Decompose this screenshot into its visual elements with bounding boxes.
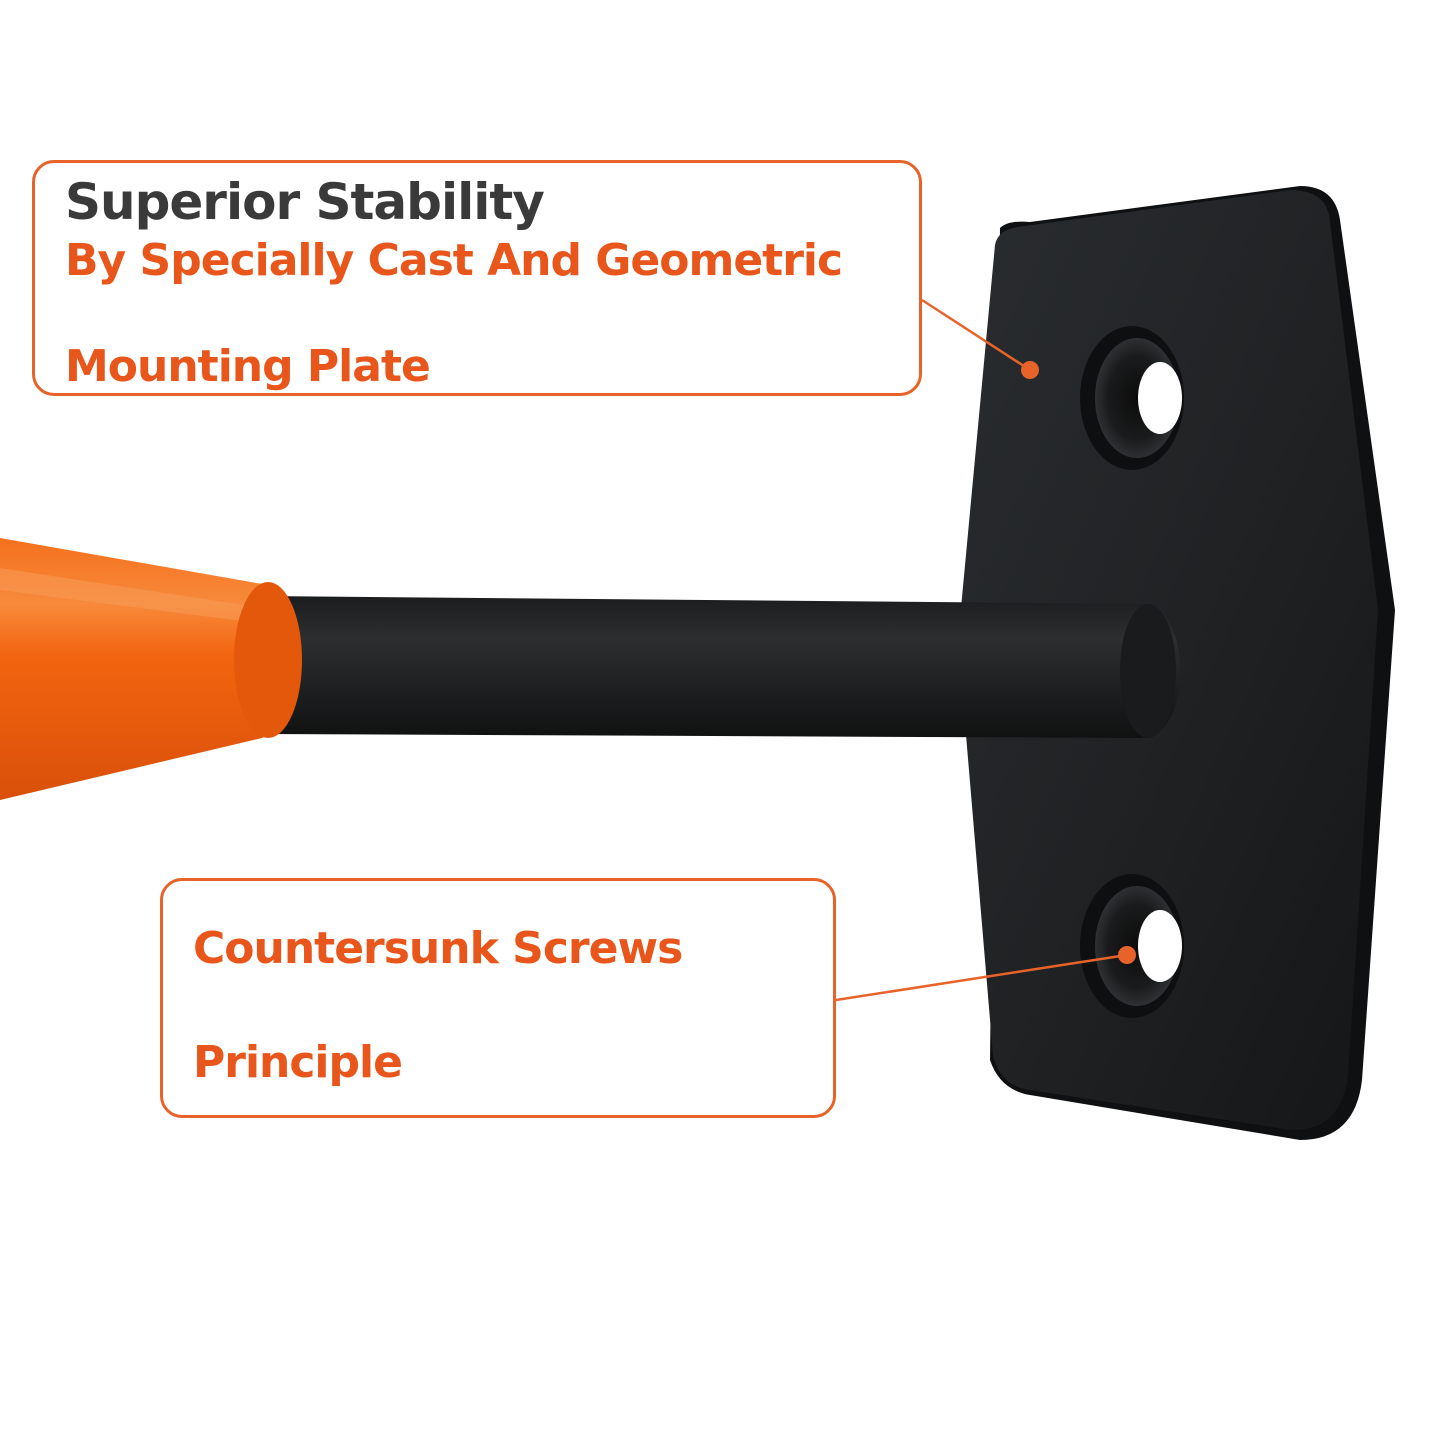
leader-dot-top <box>1021 361 1039 379</box>
countersunk-hole-bottom <box>1080 874 1184 1018</box>
callout-line-1: Countersunk Screws <box>193 923 683 974</box>
callout-line-2: Principle <box>193 1037 403 1088</box>
leader-line-top <box>921 298 1031 372</box>
callout-line-2: Mounting Plate <box>65 341 431 392</box>
callout-title: Superior Stability <box>65 173 545 231</box>
bar-highlight <box>0 568 250 622</box>
leader-line-bottom <box>835 953 1128 1002</box>
callout-superior-stability: Superior Stability By Specially Cast And… <box>32 160 922 396</box>
callout-countersunk-screws: Countersunk Screws Principle <box>160 878 836 1118</box>
leader-dot-bottom <box>1118 946 1136 964</box>
callout-line-1: By Specially Cast And Geometric <box>65 235 843 286</box>
countersunk-hole-top <box>1080 326 1184 470</box>
bar-end <box>234 582 302 738</box>
sleeve-end <box>1120 604 1176 738</box>
bar-sleeve <box>262 596 1180 738</box>
